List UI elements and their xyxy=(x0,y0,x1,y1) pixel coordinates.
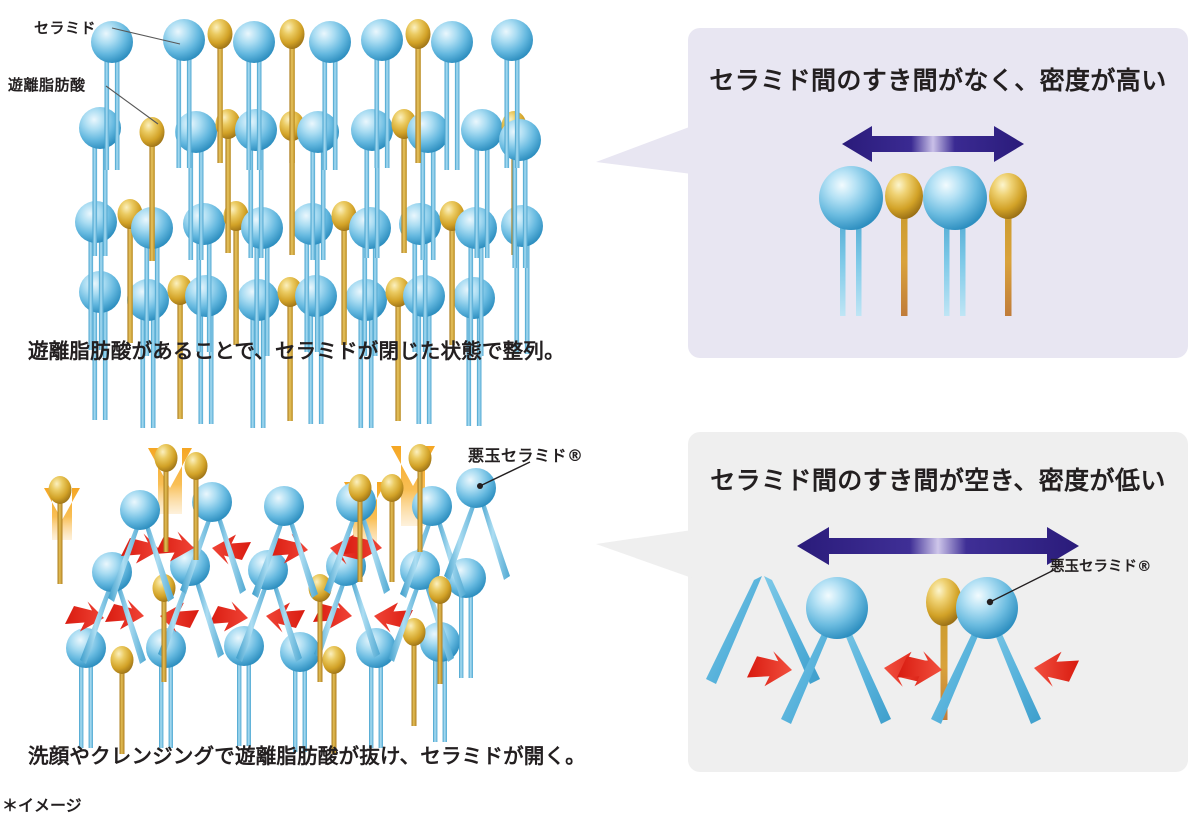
ceramide-lattice xyxy=(75,19,543,428)
callout-low-density-sublabel: 悪玉セラミド® xyxy=(1050,559,1152,575)
leader-lines xyxy=(105,27,181,125)
bottom-diagram xyxy=(0,410,660,754)
density-arrow-high xyxy=(838,123,1028,165)
molecule-ceramide xyxy=(923,166,987,316)
bottom-diagram-svg xyxy=(44,444,531,754)
callout-low-density: セラミド間のすき間が空き、密度が低い xyxy=(688,432,1188,772)
molecule-fatty-acid xyxy=(989,173,1027,316)
label-ceramide: セラミド xyxy=(34,19,97,37)
molecule-fatty-acid xyxy=(885,173,923,316)
callout-high-density: セラミド間のすき間がなく、密度が高い xyxy=(688,28,1188,358)
callout-high-density-title: セラミド間のすき間がなく、密度が高い xyxy=(709,66,1167,95)
density-arrow-low xyxy=(793,524,1083,568)
callout-low-density-molecules xyxy=(706,562,1138,762)
label-free-fatty-acid: 遊離脂肪酸 xyxy=(8,76,86,94)
pressure-arrows xyxy=(747,651,1079,687)
footnote: ＊イメージ xyxy=(2,796,82,815)
top-diagram-caption: 遊離脂肪酸があることで、セラミドが閉じた状態で整列。 xyxy=(28,339,565,363)
leader-line-bad-ceramide xyxy=(477,461,531,489)
callout-low-density-title: セラミド間のすき間が空き、密度が低い xyxy=(710,466,1166,495)
callout-high-density-molecules xyxy=(818,166,1068,343)
molecule-ceramide-open xyxy=(706,576,891,724)
callout-high-density-tail xyxy=(596,126,692,178)
ceramide-open-lattice xyxy=(48,444,510,754)
top-diagram xyxy=(0,0,660,428)
molecule-ceramide xyxy=(819,166,883,316)
leader-line-bad-ceramide xyxy=(986,569,1055,606)
callout-low-density-tail xyxy=(596,528,692,582)
escaping-arrows xyxy=(44,446,435,548)
molecule-fatty-acid xyxy=(926,578,962,720)
label-bad-ceramide-diagram: 悪玉セラミド® xyxy=(468,446,584,465)
molecule-ceramide-open xyxy=(931,577,1041,724)
bottom-diagram-caption: 洗顔やクレンジングで遊離脂肪酸が抜け、セラミドが開く。 xyxy=(28,744,586,768)
top-diagram-svg xyxy=(75,19,543,428)
